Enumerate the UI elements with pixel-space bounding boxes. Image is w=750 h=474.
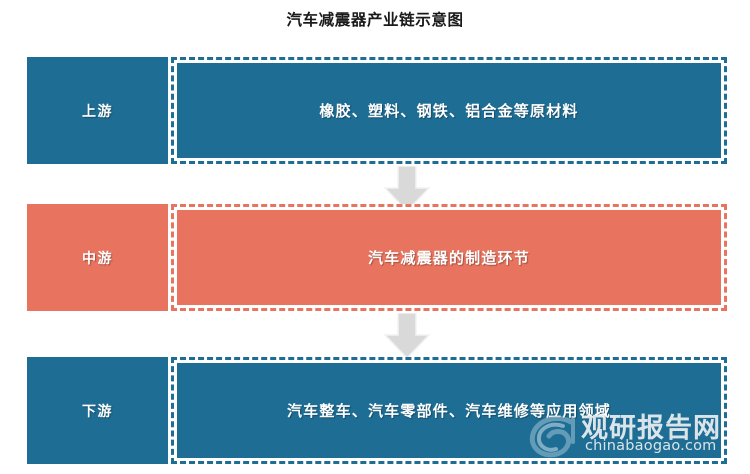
arrow-down-icon-midstream-to-downstream xyxy=(383,313,431,359)
arrow-down-icon-upstream-to-midstream xyxy=(383,166,431,212)
stage-content-upstream: 橡胶、塑料、钢铁、铝合金等原材料 xyxy=(171,57,727,164)
stage-content-downstream: 汽车整车、汽车零部件、汽车维修等应用领域 xyxy=(171,357,727,464)
stage-label-text: 下游 xyxy=(82,404,113,420)
stage-content-fill: 汽车减震器的制造环节 xyxy=(177,210,721,305)
stage-label-text: 上游 xyxy=(82,104,113,120)
page-title: 汽车减震器产业链示意图 xyxy=(286,12,464,29)
stage-label-midstream: 中游 xyxy=(27,204,168,311)
stage-content-fill: 橡胶、塑料、钢铁、铝合金等原材料 xyxy=(177,63,721,158)
stage-content-text: 汽车整车、汽车零部件、汽车维修等应用领域 xyxy=(286,404,611,420)
stage-label-downstream: 下游 xyxy=(27,357,168,464)
stage-label-upstream: 上游 xyxy=(27,57,168,164)
stage-label-text: 中游 xyxy=(82,251,113,267)
stage-content-text: 汽车减震器的制造环节 xyxy=(367,251,530,267)
stage-content-text: 橡胶、塑料、钢铁、铝合金等原材料 xyxy=(319,104,579,120)
stage-content-midstream: 汽车减震器的制造环节 xyxy=(171,204,727,311)
stage-content-fill: 汽车整车、汽车零部件、汽车维修等应用领域 xyxy=(177,363,721,458)
